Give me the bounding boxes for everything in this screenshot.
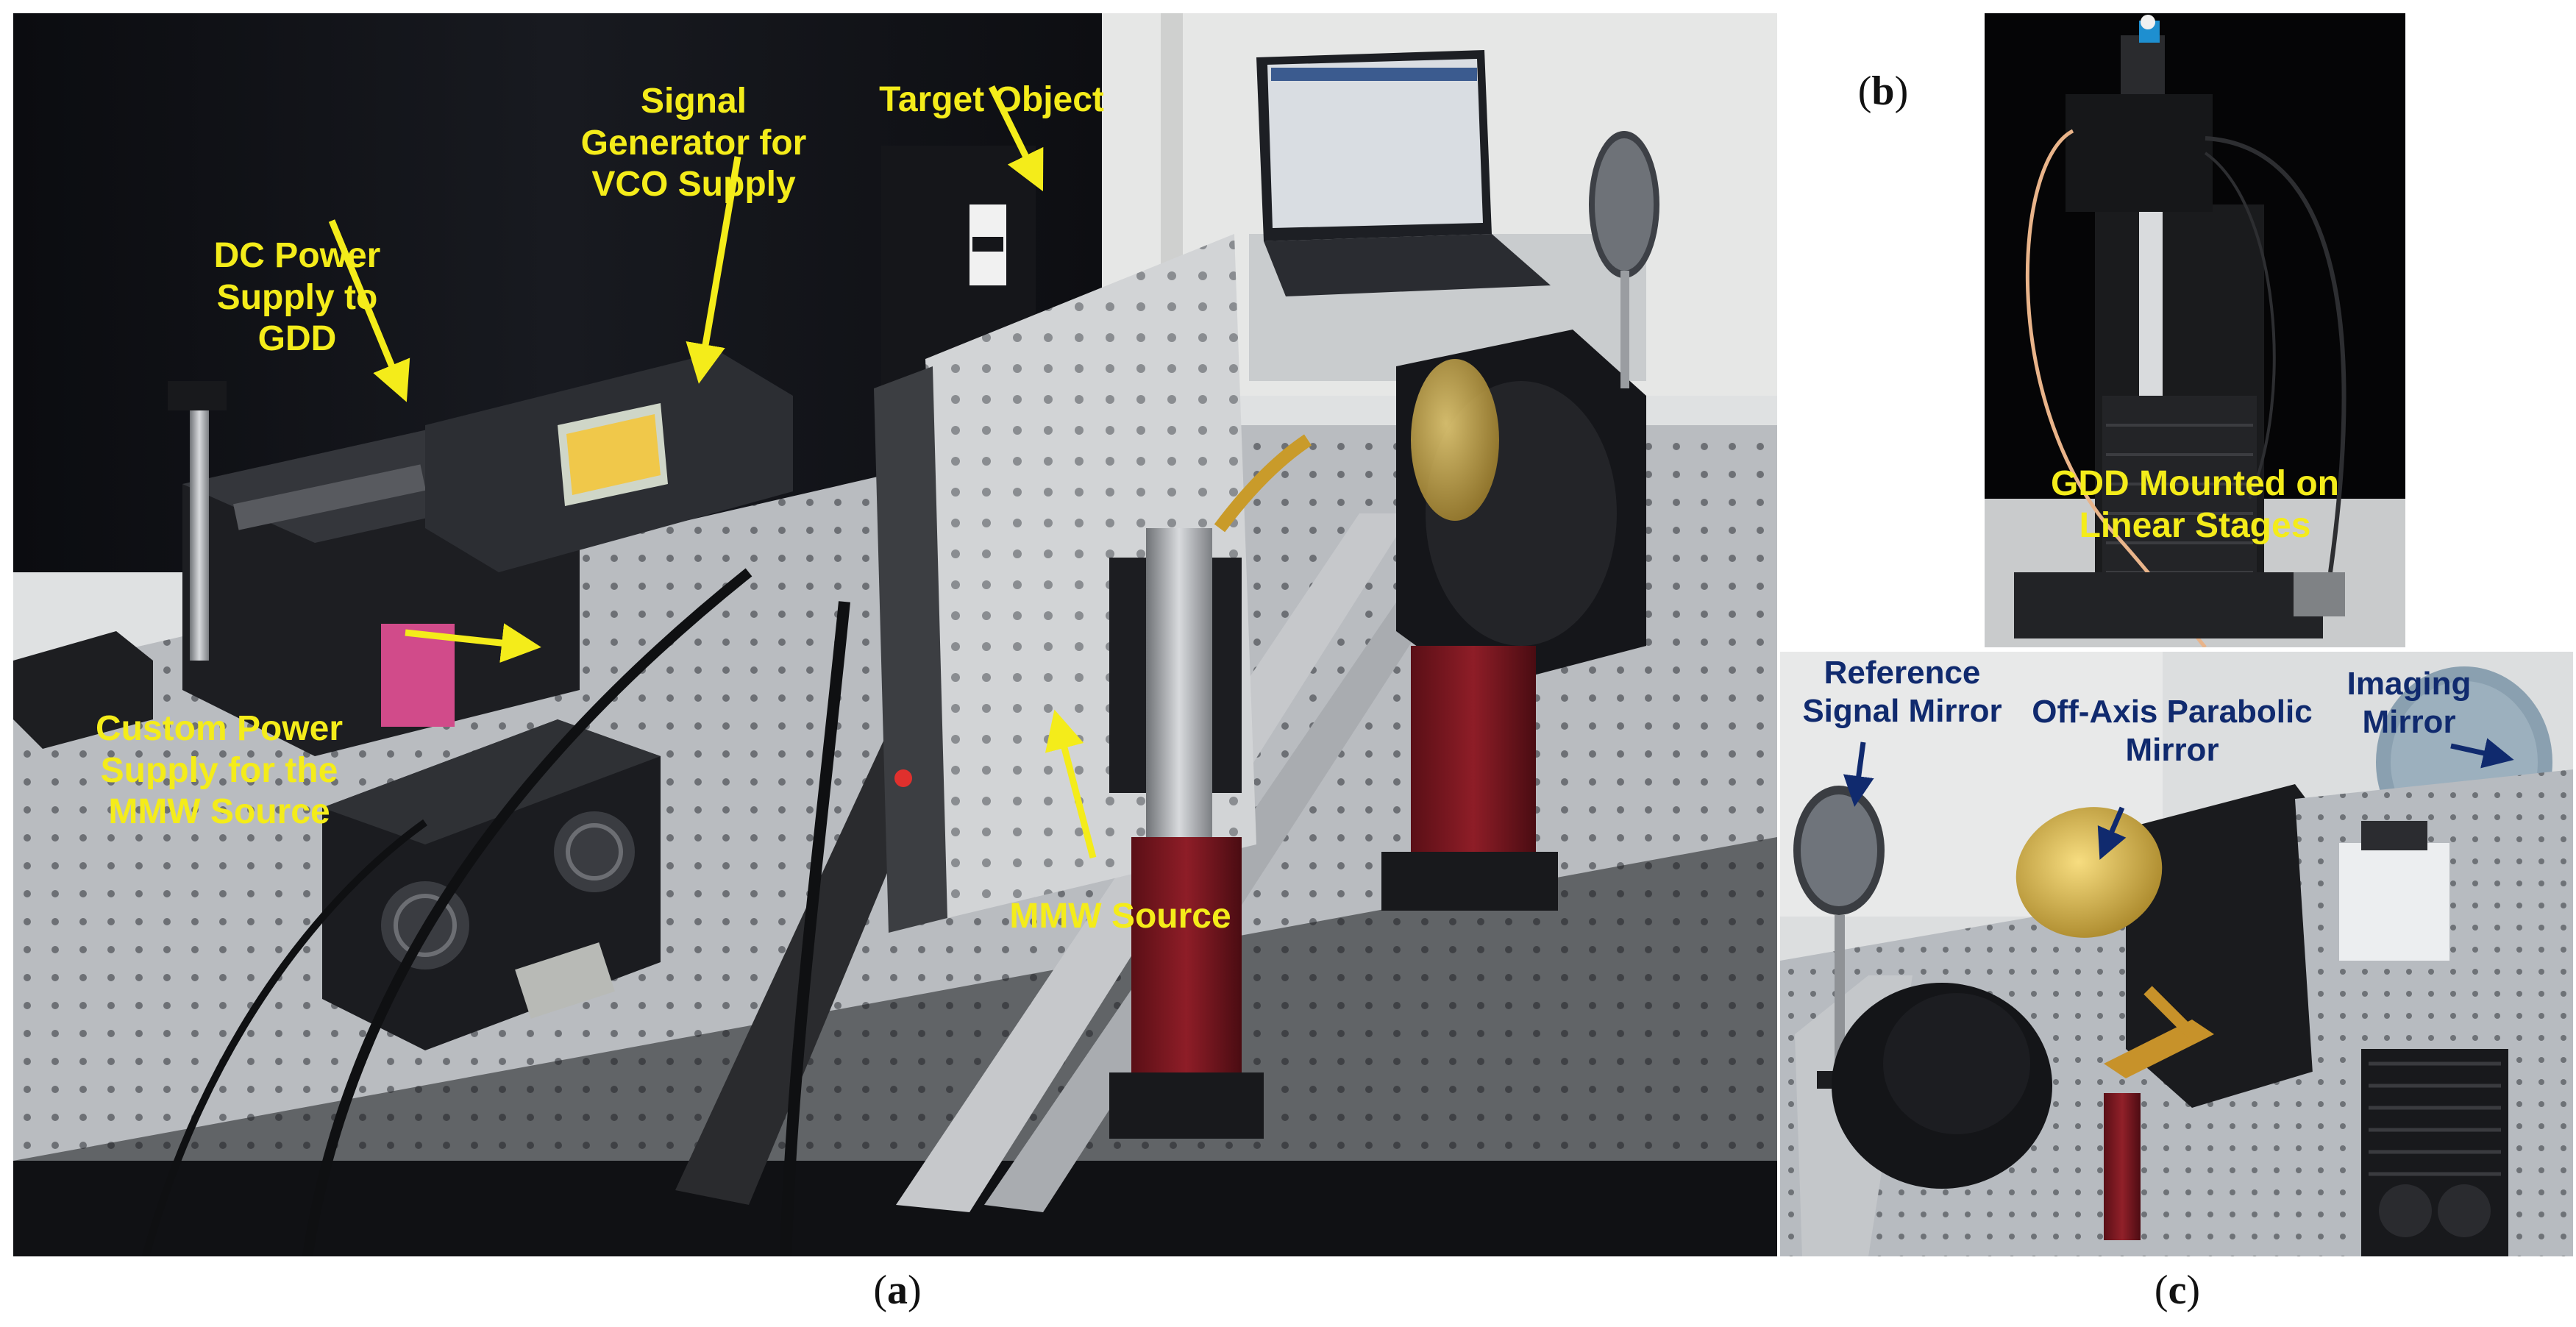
arrow-target-object xyxy=(988,85,1044,192)
label-target-object: Target Object xyxy=(879,80,1104,119)
caption-panel-a: (a) xyxy=(853,1267,942,1314)
label-reference-mirror: Reference Signal Mirror xyxy=(1802,655,2002,729)
arrow-custom-power xyxy=(405,623,541,663)
caption-a-open: ( xyxy=(873,1267,887,1313)
label-dc-power: DC Power Supply to GDD xyxy=(213,236,381,359)
caption-a-letter: a xyxy=(887,1267,908,1313)
arrow-off-axis-mirror xyxy=(2097,806,2127,860)
caption-a-close: ) xyxy=(908,1267,922,1313)
photo-panel-a: Target Object Signal Generator for VCO S… xyxy=(13,13,1777,1256)
caption-b-close: ) xyxy=(1894,68,1909,114)
caption-c-open: ( xyxy=(2154,1267,2168,1313)
caption-b-open: ( xyxy=(1857,68,1872,114)
caption-b-letter: b xyxy=(1871,68,1895,114)
caption-panel-b: (b) xyxy=(1839,68,1927,115)
lab-setup-photo-a xyxy=(13,13,1777,1256)
arrow-reference-mirror xyxy=(1843,741,1874,807)
arrow-signal-generator xyxy=(686,156,741,384)
annotation-arrows-a xyxy=(328,85,1097,859)
label-imaging-mirror: Imaging Mirror xyxy=(2346,666,2472,740)
arrow-dc-power xyxy=(328,219,410,402)
label-signal-generator: Signal Generator for VCO Supply xyxy=(580,82,807,204)
label-mmw-source: MMW Source xyxy=(1009,897,1231,936)
gdd-photo-b xyxy=(1985,13,2405,647)
caption-c-letter: c xyxy=(2168,1267,2187,1313)
label-off-axis-mirror: Off-Axis Parabolic Mirror xyxy=(2032,694,2313,768)
label-gdd-mounted: GDD Mounted on Linear Stages xyxy=(2051,464,2339,545)
annotation-arrows-c xyxy=(1843,738,2514,860)
photo-panel-c: Reference Signal Mirror Off-Axis Parabol… xyxy=(1780,652,2573,1256)
photo-panel-b: GDD Mounted on Linear Stages xyxy=(1985,13,2405,647)
label-custom-power: Custom Power Supply for the MMW Source xyxy=(95,709,344,832)
arrow-imaging-mirror xyxy=(2450,738,2514,769)
caption-panel-c: (c) xyxy=(2133,1267,2221,1314)
caption-c-close: ) xyxy=(2186,1267,2201,1313)
arrow-mmw-source xyxy=(1045,709,1097,859)
